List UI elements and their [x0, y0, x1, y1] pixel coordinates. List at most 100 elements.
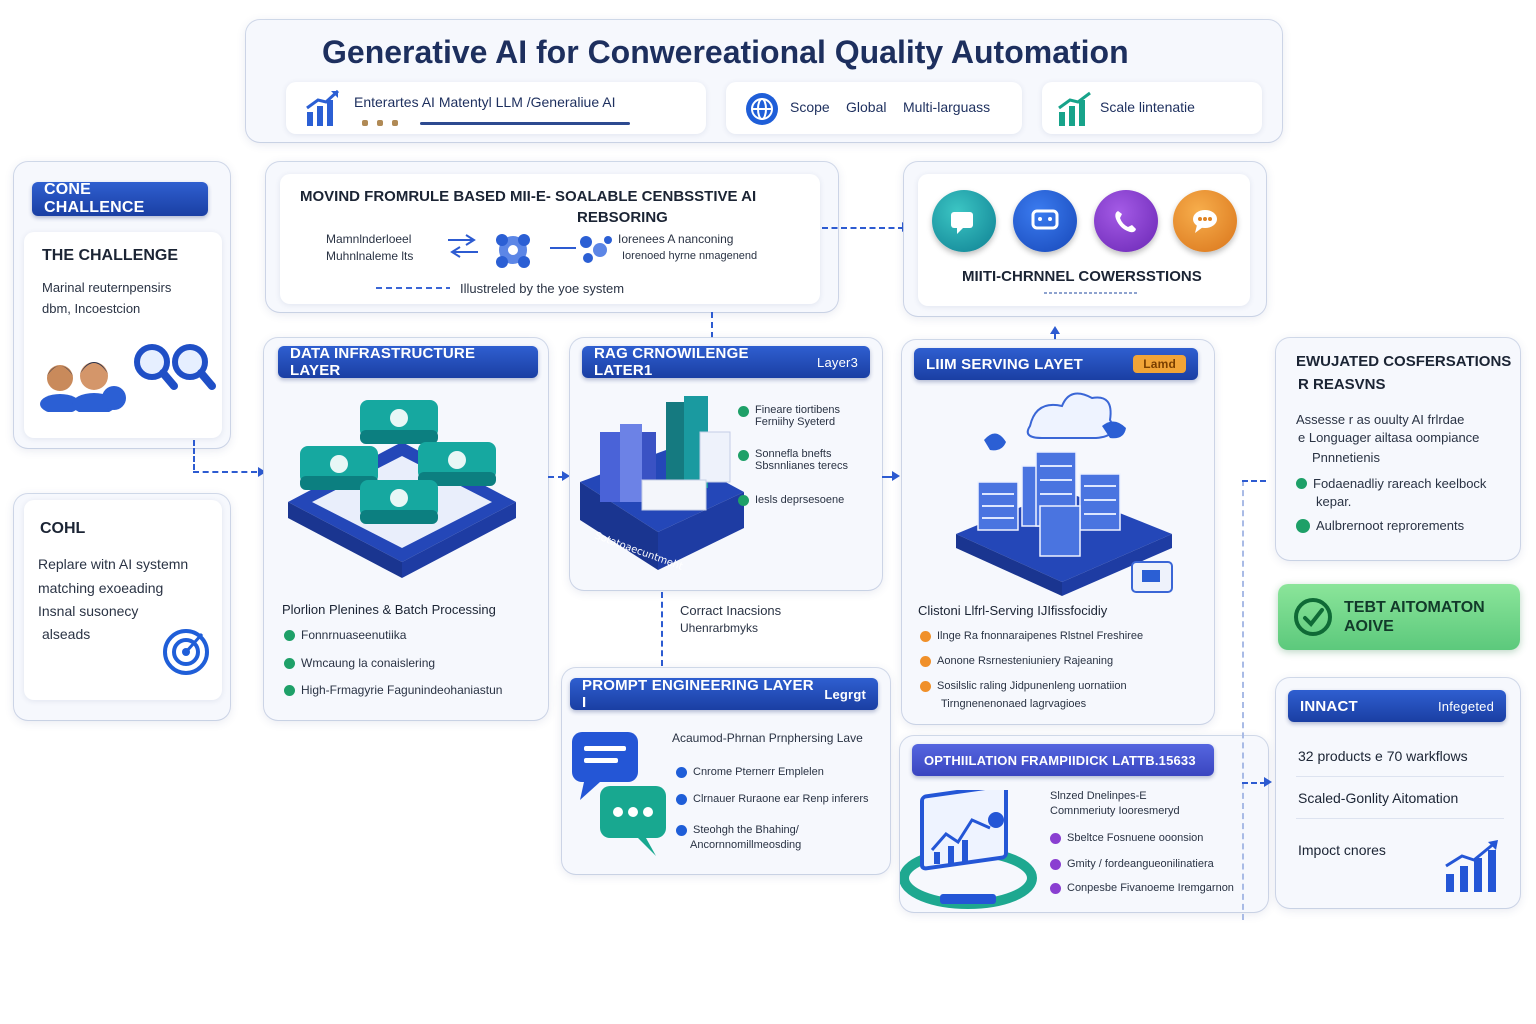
people-icon: [40, 362, 126, 412]
rag-bullet-2-dot: [738, 450, 749, 461]
evaluated-bullet-2-text: Aulbrernoot reprorements: [1316, 518, 1465, 533]
data-layer-badge: DATA INFRASTRUCTURE LAYER: [278, 345, 538, 379]
impact-divider-2: [1296, 818, 1504, 819]
optimization-intro-2: Comnmeriuty Iooresmeryd: [1050, 805, 1180, 817]
data-bullet-2-dot: [284, 657, 295, 669]
llm-bullet-1-text: Ilnge Ra fnonnaraipenes Rlstnel Freshire…: [937, 630, 1144, 642]
evaluated-text-1: Assesse r as ouulty AI frlrdae: [1296, 412, 1465, 427]
evaluated-bullet-1-continued: kepar.: [1316, 494, 1352, 509]
connector-arrow-up: [1050, 326, 1060, 334]
opt-bullet-2-dot: [1050, 858, 1061, 870]
rag-bullet-1-dot: [738, 406, 749, 417]
evaluated-bullet-1: Fodaenadliy rareach keelbock: [1296, 476, 1486, 491]
neural-cluster-icon: [496, 234, 530, 268]
connector-arrow-5: [1264, 777, 1272, 787]
llm-bullet-1: Ilnge Ra fnonnaraipenes Rlstnel Freshire…: [920, 630, 1143, 642]
impact-tag: Infegeted: [1437, 698, 1494, 714]
llm-bullet-3-dot: [920, 680, 931, 692]
llm-bullet-3: Sosilslic raling Jidpunenleng uornatiion: [920, 680, 1127, 692]
scope-global: Global: [846, 99, 887, 115]
moving-left-1: Mamnlnderloeel: [326, 232, 412, 246]
knowledge-books-illustration: Sotatoaecuntmeht: [580, 396, 744, 573]
data-platform-illustration: [288, 400, 516, 578]
goal-line-1: Replare witn AI systemn: [38, 556, 189, 572]
optimization-dashboard-illustration: [900, 790, 1037, 909]
progress-decoration: [362, 120, 402, 126]
rag-bullet-2: Sonnefla bnefts Sbsnnlianes terecs: [738, 448, 879, 472]
channel-chat-bubble-icon[interactable]: [1173, 190, 1237, 252]
data-bullet-1-dot: [284, 629, 295, 641]
llm-layer-badge: LIIM SERVING LAYET Lamd: [914, 348, 1198, 380]
channel-phone-icon[interactable]: [1094, 190, 1158, 252]
channel-message-icon[interactable]: [1013, 190, 1077, 252]
moving-inner: [280, 174, 820, 304]
opt-bullet-3-dot: [1050, 882, 1061, 894]
channel-chat-icon[interactable]: [932, 190, 996, 252]
prompt-bullet-1-text: Cnrome Pternerr Emplelen: [693, 766, 824, 778]
growth-chart-icon: [1058, 91, 1091, 126]
data-bullet-3-text: High-Frmagyrie Fagunindeohaniastun: [301, 683, 503, 697]
core-challenge-badge: CONE CHALLENCE: [32, 181, 208, 216]
connector-rag-prompt: [661, 592, 663, 666]
prompt-bullet-2: Clrnauer Ruraone ear Renp inferers: [676, 793, 868, 805]
impact-line-2: Scaled-Gonlity Aitomation: [1298, 790, 1459, 806]
server-cloud-illustration: [956, 392, 1173, 596]
opt-bullet-2-text: Gmity / fordeangueonilinatiera: [1067, 858, 1214, 870]
prompt-bullet-1-dot: [676, 766, 687, 778]
transform-arrow-icon: [448, 234, 478, 258]
connector-right-vertical: [1242, 480, 1244, 920]
prompt-layer-badge-label: PROMPT ENGINEERING LAYER I: [582, 677, 814, 711]
connector-rag-llm: [882, 476, 894, 478]
opt-bullet-1: Sbeltce Fosnuene ooonsion: [1050, 832, 1203, 844]
channel-icon-row: [932, 190, 1242, 254]
impact-divider: [1296, 776, 1504, 777]
rag-bullet-3: Iesls deprsesoene: [738, 494, 844, 506]
chat-bubbles-illustration: [572, 732, 666, 856]
data-bullet-1-text: Fonnrnuaseenutiika: [301, 628, 407, 642]
evaluated-bullet-1-text: Fodaenadliy rareach keelbock: [1313, 476, 1487, 491]
data-bullet-2-text: Wmcaung la conaislering: [301, 656, 436, 670]
moving-right-1: Iorenees A nanconing: [618, 232, 734, 246]
impact-line-1: 32 products e 70 warkflows: [1298, 748, 1468, 764]
evaluated-title-1: EWUJATED COSFERSATIONS: [1296, 353, 1512, 370]
rag-caption-2: Uhenrarbmyks: [680, 621, 759, 635]
optimization-intro-1: Slnzed Dnelinpes-E: [1050, 790, 1147, 802]
impact-badge-label: INNACT: [1300, 697, 1358, 715]
header-pill-enterprise-label: Enterartes AI Matentyl LLM /Generaliue A…: [354, 94, 616, 110]
scope-label: Scope: [790, 99, 830, 115]
evaluated-text-3: Pnnnetienis: [1312, 450, 1380, 465]
evaluated-bullet-2-dot: [1296, 518, 1310, 533]
connector-challenge-down: [193, 440, 195, 470]
challenge-line-1: Marinal reuternpensirs: [42, 280, 172, 295]
bar-chart-icon: [306, 89, 340, 126]
evaluated-bullet-1-dot: [1296, 478, 1307, 489]
goal-title: COHL: [40, 520, 86, 537]
llm-bullet-2-dot: [920, 655, 931, 667]
progress-line: [420, 122, 630, 125]
rag-layer-badge-label: RAG CRNOWILENGE LATER1: [594, 345, 749, 379]
rag-caption-1: Corract Inacsions: [680, 603, 782, 618]
goal-line-2: matching exoeading: [38, 580, 164, 596]
moving-title-2: REBSORING: [577, 209, 668, 226]
connector-arrow-1: [258, 467, 266, 477]
impact-badge: INNACT Infegeted: [1288, 690, 1506, 722]
globe-icon: [746, 93, 778, 125]
challenge-title: THE CHALLENGE: [42, 247, 178, 264]
moving-footer: Illustreled by the yoe system: [460, 281, 625, 296]
opt-bullet-2: Gmity / fordeangueonilinatiera: [1050, 858, 1214, 870]
evaluated-bullet-2: Aulbrernoot reprorements: [1296, 518, 1464, 533]
data-layer-caption: Plorlion Plenines & Batch Processing: [282, 602, 496, 617]
prompt-bullet-2-dot: [676, 793, 687, 805]
rag-bullet-2-text: Sonnefla bnefts Sbsnnlianes terecs: [755, 448, 848, 472]
connector-right-impact: [1242, 782, 1266, 784]
test-automation-line-1: TEBT AITOMATON: [1344, 599, 1485, 616]
multichannel-title: MIITI-CHRNNEL COWERSSTIONS: [962, 268, 1202, 285]
goal-line-4: alseads: [42, 626, 91, 642]
moving-title-1: MOVIND FROMRULE BASED MII-E- SOALABLE CE…: [300, 188, 757, 205]
connector-data-rag: [548, 476, 564, 478]
growth-bars-icon: [1445, 840, 1498, 892]
data-bullet-3-dot: [284, 684, 295, 696]
prompt-intro: Acaumod-Phrnan Prnphersing Lave: [672, 731, 863, 745]
connector-challenge-right: [193, 471, 257, 473]
connector-llm-up: [1054, 332, 1056, 344]
